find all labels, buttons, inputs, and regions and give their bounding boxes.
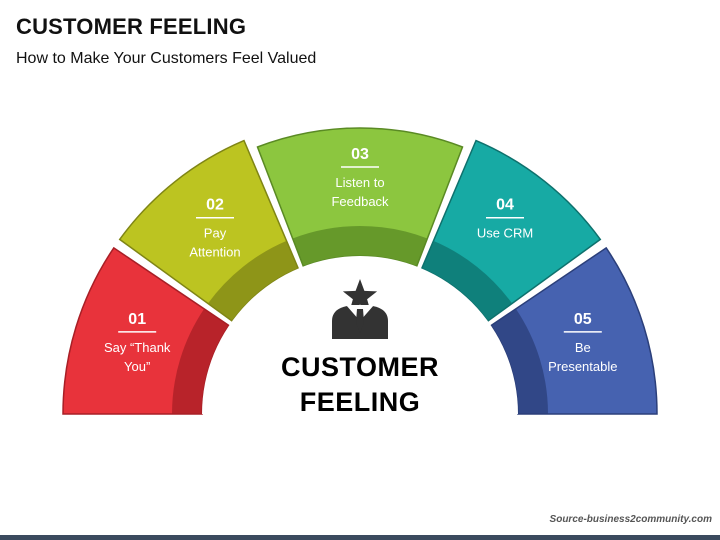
segment-04-number: 04 [496, 197, 514, 214]
source-credit: Source-business2community.com [549, 514, 712, 525]
segment-03-inner-shade [292, 226, 428, 267]
bottom-accent-bar [0, 535, 720, 540]
segment-02-number: 02 [206, 197, 224, 214]
segment-04-inner-shade [421, 240, 513, 322]
segment-02-label-line-2: Attention [189, 245, 240, 260]
segment-05-label-line-1: Be [575, 340, 591, 355]
segment-05-number: 05 [574, 311, 592, 328]
segment-02-inner-shade [207, 240, 299, 322]
center-title-line2: FEELING [300, 387, 421, 417]
segment-01-label-line-1: Say “Thank [104, 340, 171, 355]
page-title: CUSTOMER FEELING [16, 14, 247, 39]
segment-03-label-line-2: Feedback [331, 194, 389, 209]
segment-01-label-line-2: You” [124, 359, 150, 374]
segment-01-inner-shade [172, 308, 229, 414]
segment-05-label-line-2: Presentable [548, 359, 617, 374]
segment-01-number: 01 [128, 311, 146, 328]
segment-05-inner-shade [491, 308, 548, 414]
customer-star-icon [332, 279, 388, 339]
segment-04-label-line-1: Use CRM [477, 226, 533, 241]
segment-03-label-line-1: Listen to [335, 175, 384, 190]
page-subtitle: How to Make Your Customers Feel Valued [16, 50, 317, 67]
segment-03-number: 03 [351, 146, 369, 163]
segment-02-label-line-1: Pay [204, 226, 227, 241]
center-title-line1: CUSTOMER [281, 352, 439, 382]
